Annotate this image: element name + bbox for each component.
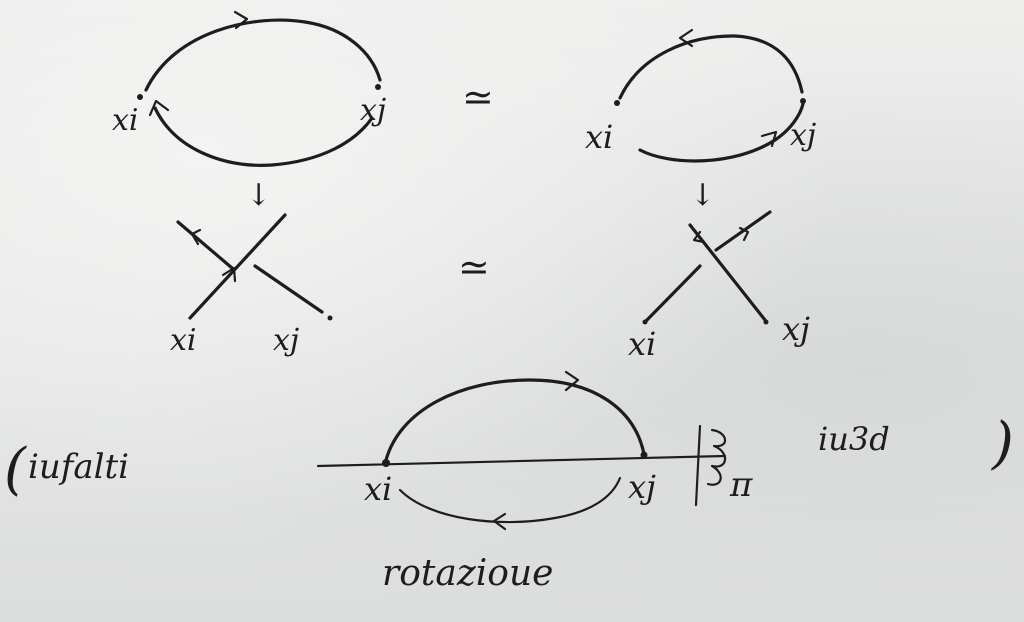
label-xi: xi (364, 470, 392, 508)
loop-top-right: xi xj (585, 28, 816, 163)
point-xj (640, 451, 648, 459)
point-xj (800, 98, 806, 104)
loop-top-right-lower-arrowhead (760, 130, 778, 148)
label-pi: π (729, 465, 753, 505)
point-xi (642, 319, 648, 325)
loop-top-right-upper-arrowhead (678, 28, 694, 48)
loop-top-right-lower-arc (638, 102, 805, 163)
loop-top-left: xi xj (112, 10, 386, 167)
loop-top-left-upper-arrowhead (233, 10, 249, 30)
down-arrow-left: ↓ (246, 178, 271, 213)
equiv-symbol-mid: ≃ (458, 245, 490, 289)
point-xi (614, 100, 620, 106)
strand-under-lower (643, 264, 702, 324)
label-xj: xj (782, 310, 810, 348)
loop-top-left-lower-arrowhead (148, 99, 170, 117)
rotation-axis-line (316, 454, 727, 468)
crossing-mid-right: xi xj (628, 210, 810, 363)
strand-over (188, 213, 287, 320)
loop-top-right-upper-arc (618, 34, 804, 100)
label-xj: xj (273, 323, 299, 358)
rotation-lower-arc (398, 476, 622, 524)
rotation-upper-arc (384, 378, 646, 462)
label-xi: xi (170, 323, 197, 358)
strand-over-arrowhead (692, 230, 706, 244)
rotation-diagram: xi xj π (316, 370, 753, 531)
caption-rotation: rotazioue (382, 553, 553, 594)
strand-under-arrowhead (190, 228, 202, 246)
strand-under-upper (714, 210, 772, 252)
strand-under-lower (253, 264, 324, 314)
loop-top-left-upper-arc (144, 18, 382, 92)
label-xi: xi (585, 118, 613, 156)
label-xj: xj (628, 468, 656, 506)
note-text: iufalti (28, 447, 129, 487)
label-xj: xj (360, 93, 386, 128)
note-open-paren: ( (4, 437, 27, 502)
loop-top-left-lower-arc (153, 106, 374, 167)
strand-under-arrowhead (738, 226, 750, 242)
strand-over-arrowhead (221, 266, 237, 283)
strand-over (688, 223, 767, 322)
down-arrow-right: ↓ (690, 178, 715, 213)
rotation-lower-arrowhead (492, 512, 507, 531)
note-3d-text: iu3d (818, 420, 890, 458)
point-xj (375, 84, 381, 90)
point-xi (382, 459, 390, 467)
point-xi (137, 94, 143, 100)
strand-under-upper (176, 220, 234, 270)
label-xi: xi (112, 103, 139, 138)
equiv-symbol-top: ≃ (462, 75, 494, 119)
rotation-upper-arrowhead (564, 370, 580, 392)
point-xj (763, 319, 769, 325)
crossing-mid-left: xi xj (170, 213, 333, 358)
label-xi: xi (628, 325, 656, 363)
rotation-spiral-mark (694, 424, 727, 507)
label-xj: xj (790, 118, 816, 153)
point-xj (327, 315, 333, 321)
note-close-paren: ) (991, 411, 1014, 476)
